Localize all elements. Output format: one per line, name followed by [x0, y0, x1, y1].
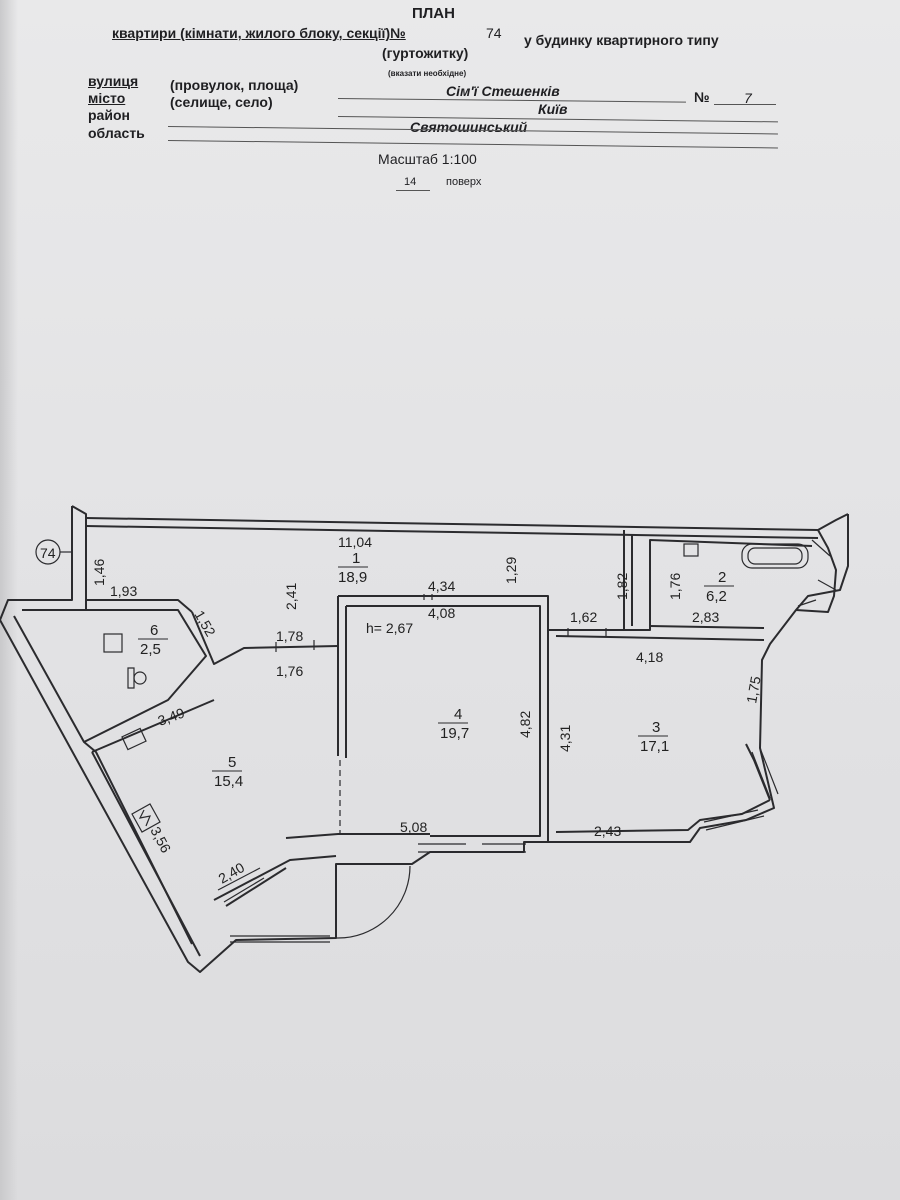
bathtub-icon [741, 543, 809, 569]
house-number-line [714, 104, 776, 105]
wall-kitchen-window [225, 867, 287, 907]
floor-number-line [396, 190, 430, 191]
dim-bath-depth: 1,76 [667, 573, 683, 600]
bathtub-inner-icon [747, 547, 803, 565]
room-4-number: 4 [454, 706, 462, 723]
wall-kitchen-west [91, 751, 201, 957]
dim-west-wall: 1,46 [91, 559, 107, 586]
wall-room4-north [338, 595, 624, 631]
city-label: місто [88, 90, 126, 106]
wall-bath-west [623, 530, 813, 631]
house-number-label: № [694, 89, 710, 105]
city-value: Київ [538, 101, 568, 117]
wall-kitchen-south [213, 855, 337, 901]
specify-note: (вказати необхідне) [388, 69, 467, 78]
dim-bath-width: 2,83 [692, 609, 719, 625]
dim-room3-east: 1,75 [743, 675, 764, 705]
room-6-number: 6 [150, 622, 158, 639]
dormitory-label: (гуртожитку) [382, 45, 469, 61]
wall-corridor-south [191, 611, 339, 665]
window-south [418, 843, 526, 853]
district-value: Святошинський [410, 119, 528, 135]
room-1-area: 18,9 [338, 569, 367, 586]
room-2-number: 2 [718, 569, 726, 586]
room-2-area: 6,2 [706, 588, 727, 605]
dim-room4-east: 4,82 [517, 711, 533, 738]
dim-room3-top: 4,18 [636, 649, 663, 665]
window-kitchen [217, 867, 265, 903]
room-1-number: 1 [352, 550, 360, 567]
document-title: ПЛАН [412, 5, 455, 22]
wall-balcony-inner [13, 615, 193, 945]
dim-room4-top-inner: 4,08 [428, 605, 455, 621]
dim-bath-west: 1,82 [614, 573, 630, 600]
door-ticks [275, 594, 607, 652]
street-alt-label: (провулок, площа) [170, 77, 299, 93]
toilet-icon [133, 671, 147, 685]
dim-kitchen-door-inner: 1,76 [276, 663, 303, 679]
district-label: район [88, 107, 130, 123]
dim-room4-bottom: 5,08 [400, 819, 427, 835]
window-bay [703, 747, 779, 831]
wall-corridor-south-west [86, 599, 193, 613]
wc-sink-icon [103, 633, 123, 653]
wall-bay [745, 743, 771, 801]
room-5-number: 5 [228, 754, 236, 771]
wall-room3-south [555, 799, 771, 833]
apartment-type-label: квартири (кімнати, жилого блоку, секції)… [112, 25, 406, 41]
city-alt-label: (селище, село) [170, 94, 273, 110]
dim-corridor-length: 11,04 [338, 534, 372, 550]
toilet-tank-icon [127, 667, 135, 689]
dim-room4-top-outer: 4,34 [428, 578, 455, 594]
floor-number: 14 [404, 176, 417, 188]
dim-room3-door: 1,62 [570, 609, 597, 625]
dim-kitchen-door: 1,78 [276, 628, 303, 644]
street-label: вулиця [88, 73, 139, 89]
house-number-value: 7 [744, 90, 752, 106]
room-4-area: 19,7 [440, 725, 469, 742]
room-3-area: 17,1 [640, 738, 669, 755]
wall-wc [83, 609, 207, 743]
wall-room3-north [555, 635, 765, 641]
outer-wall-west [71, 505, 87, 600]
apartment-number: 74 [486, 25, 502, 41]
room-6-area: 2,5 [140, 641, 161, 658]
street-value: Сім'ї Стешенків [446, 83, 560, 99]
dim-corridor-depth-east: 1,29 [503, 557, 519, 584]
ceiling-height: h= 2,67 [366, 620, 413, 636]
dim-wc-side: 1,52 [191, 608, 219, 640]
dim-room3-west: 4,31 [557, 725, 573, 752]
floor-label: поверх [446, 176, 482, 188]
outer-wall-north-inner [85, 525, 819, 539]
kitchen-sink-icon [121, 727, 147, 751]
dim-room3-bottom: 2,43 [594, 823, 621, 839]
dim-kitchen-north: 3,49 [156, 704, 187, 728]
wall-balcony-north [22, 600, 87, 611]
room-5-area: 15,4 [214, 773, 243, 790]
wall-kitchen-south-inner [285, 833, 430, 839]
scale-label: Масштаб 1:100 [378, 151, 477, 167]
apartment-marker-label: 74 [40, 545, 56, 561]
room-3-number: 3 [652, 719, 660, 736]
wall-kitchen-north [91, 699, 215, 753]
electric-stove-icon [131, 803, 161, 833]
building-type-label: у будинку квартирного типу [524, 32, 719, 48]
dim-hall-width: 1,93 [110, 583, 137, 599]
wall-bath-south [649, 625, 765, 629]
wall-room4 [346, 605, 541, 837]
dim-kitchen-west: 3,56 [147, 824, 174, 856]
sink-icon [683, 543, 699, 557]
door-arc-loggia [335, 864, 411, 939]
region-label: область [88, 125, 145, 141]
window-east [797, 539, 837, 607]
window-loggia [230, 935, 330, 943]
dim-corridor-depth-west: 2,41 [283, 583, 299, 610]
outer-wall-east [795, 529, 837, 613]
outer-wall-north [85, 513, 849, 531]
